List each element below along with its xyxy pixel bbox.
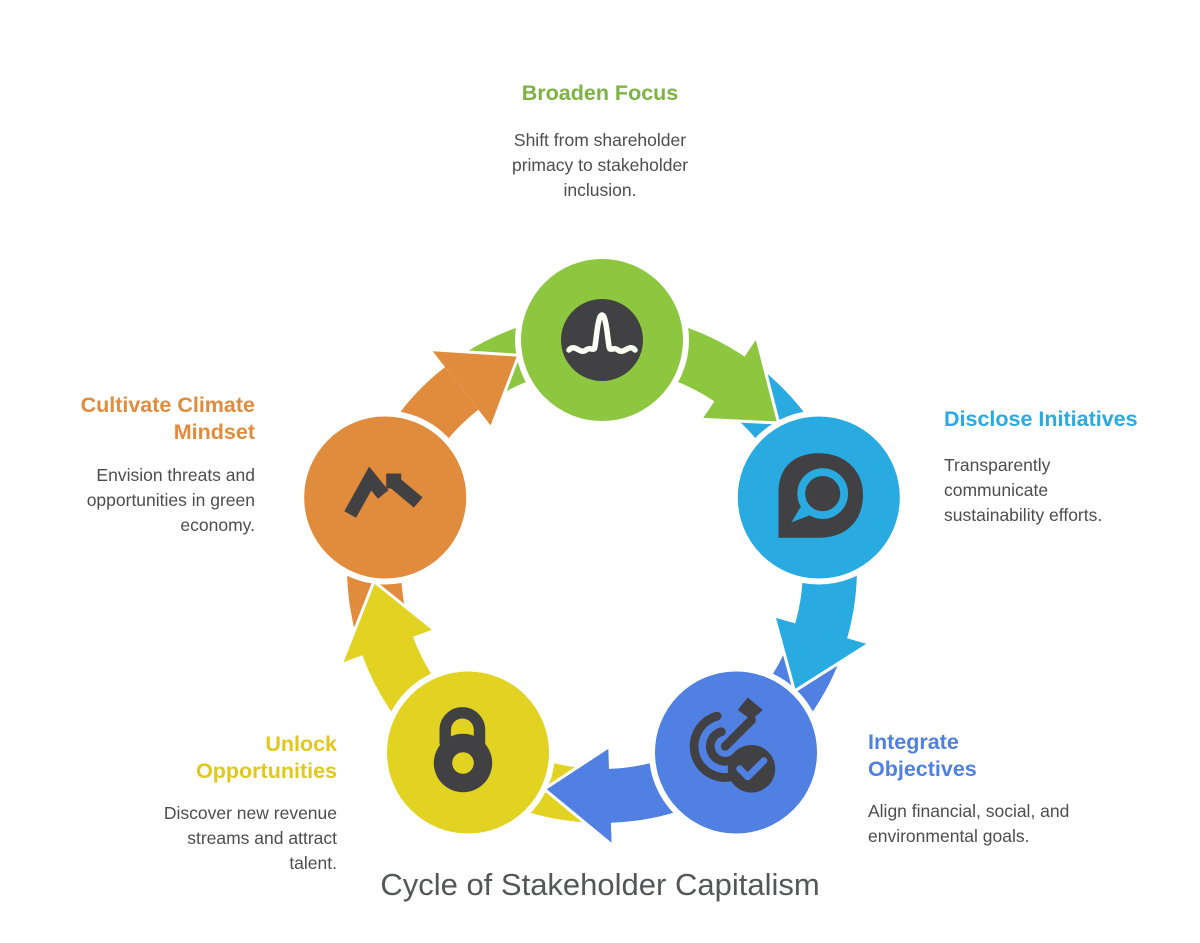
node-heading-broaden-focus: Broaden Focus (521, 81, 679, 105)
node-text-cultivate-climate-mindset: Cultivate Climate Mindset Envision threa… (0, 392, 255, 538)
arrow-seam-patch (403, 367, 479, 442)
node-description-cultivate-climate-mindset: Envision threats and opportunities in gr… (86, 465, 255, 535)
node-description-broaden-focus: Shift from shareholder primacy to stakeh… (511, 130, 689, 200)
node-description-disclose-initiatives: Transparently communicate sustainability… (944, 455, 1103, 525)
node-text-unlock-opportunities: Unlock Opportunities Discover new revenu… (75, 731, 337, 876)
node-heading-disclose-initiatives: Disclose Initiatives (944, 407, 1138, 431)
target-check-icon (689, 697, 776, 793)
node-text-disclose-initiatives: Disclose Initiatives Transparently commu… (944, 406, 1184, 528)
node-heading-integrate-objectives: Integrate Objectives (868, 730, 977, 781)
chat-bubble-pin-icon (778, 453, 863, 538)
node-heading-cultivate-climate-mindset: Cultivate Climate Mindset (80, 393, 255, 444)
node-description-integrate-objectives: Align financial, social, and environment… (868, 801, 1070, 846)
mountain-trend-icon (344, 466, 423, 518)
diagram-title: Cycle of Stakeholder Capitalism (380, 867, 820, 902)
node-text-broaden-focus: Broaden Focus Shift from shareholder pri… (430, 80, 770, 203)
node-circle-cultivate-climate-mindset (298, 410, 473, 585)
open-padlock-icon (433, 707, 493, 793)
pulse-wave-icon (561, 299, 643, 381)
node-text-integrate-objectives: Integrate Objectives Align financial, so… (868, 729, 1108, 849)
node-heading-unlock-opportunities: Unlock Opportunities (196, 732, 337, 783)
node-description-unlock-opportunities: Discover new revenue streams and attract… (163, 803, 337, 873)
